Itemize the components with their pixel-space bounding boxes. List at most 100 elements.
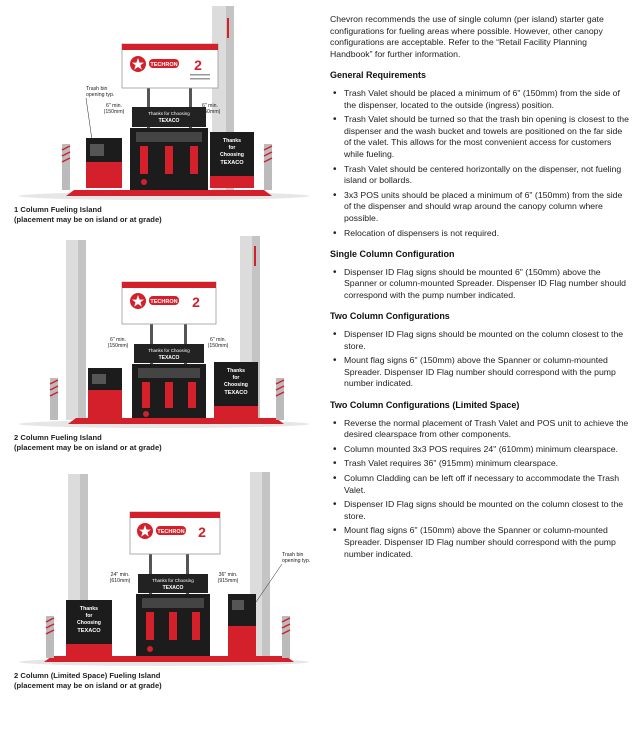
- texaco-logo-icon: [143, 411, 149, 417]
- section-heading-single-column: Single Column Configuration: [330, 249, 455, 260]
- bollard-stripes: [61, 145, 71, 163]
- figure-1-column-island: TECHRON 2 Thanks for Choosing TEXACO: [14, 4, 314, 224]
- nozzle-holster: [140, 146, 148, 174]
- valet-text: Thanks: [227, 368, 245, 374]
- valet-sign-base: [66, 644, 112, 656]
- dispenser-banner: [134, 344, 204, 363]
- nozzle-holster: [142, 382, 150, 408]
- sign-top-band: [130, 512, 220, 518]
- clearance-right: 36" min.: [219, 572, 238, 578]
- canopy-column-shade: [226, 6, 234, 194]
- nozzle-holster: [188, 382, 196, 408]
- texaco-logo-icon: [147, 646, 153, 652]
- sign-brand: TECHRON: [150, 62, 177, 68]
- bollard: [50, 378, 58, 420]
- star-icon: [139, 525, 151, 537]
- column-red-stripe: [254, 246, 256, 266]
- pos-unit-base: [88, 390, 122, 418]
- island-base: [66, 190, 272, 196]
- list-item: Trash Valet should be turned so that the…: [330, 114, 630, 160]
- clearance-right: (915mm): [218, 578, 239, 584]
- clearance-right: (150mm): [208, 343, 229, 349]
- banner-line-1: Thanks for Choosing: [148, 111, 190, 116]
- section-heading-limited-space: Two Column Configurations (Limited Space…: [330, 400, 520, 411]
- list-item: Mount flag signs 6" (150mm) above the Sp…: [330, 355, 630, 390]
- nozzle-holster: [190, 146, 198, 174]
- single-column-list: Dispenser ID Flag signs should be mounte…: [330, 267, 630, 302]
- sign-top-band: [122, 282, 216, 288]
- illustrations-column: TECHRON 2 Thanks for Choosing TEXACO: [14, 4, 314, 690]
- banner-line-2: TEXACO: [163, 585, 184, 591]
- clearance-right: (150mm): [200, 109, 221, 115]
- trash-label: opening typ.: [86, 92, 114, 98]
- nozzle-holster: [165, 146, 173, 174]
- valet-text: Choosing: [224, 382, 248, 388]
- dispenser-display: [136, 132, 202, 142]
- bollard-stripes: [49, 379, 59, 397]
- dispenser-banner: [138, 574, 208, 593]
- caption-note: (placement may be on island or at grade): [14, 680, 162, 690]
- list-item: Trash Valet requires 36" (915mm) minimum…: [330, 458, 630, 470]
- caption-note: (placement may be on island or at grade): [14, 214, 162, 224]
- valet-text: TEXACO: [220, 160, 244, 166]
- clearance-right: 6" min.: [210, 337, 226, 343]
- column-shade: [262, 472, 270, 658]
- dispenser-banner: [132, 107, 206, 127]
- leader-line: [255, 563, 283, 603]
- bollard: [282, 616, 290, 658]
- list-item: Mount flag signs 6" (150mm) above the Sp…: [330, 525, 630, 560]
- sign-number: 2: [192, 294, 200, 310]
- bollard: [46, 616, 54, 658]
- column-red-stripe: [227, 18, 229, 38]
- figure-caption: 2 Column Fueling Island (placement may b…: [14, 433, 314, 452]
- clearance-left: 6" min.: [110, 337, 126, 343]
- two-column-list: Dispenser ID Flag signs should be mounte…: [330, 329, 630, 390]
- bollard-stripes: [281, 617, 291, 635]
- bollard-stripes: [263, 145, 273, 163]
- clearance-left: (610mm): [110, 578, 131, 584]
- sign-line: [190, 78, 210, 80]
- figure-2-column-island: TECHRON 2 Thanks for Choosing TEXACO Tha…: [14, 232, 314, 452]
- column-shade: [80, 474, 88, 658]
- nozzle-holster: [165, 382, 173, 408]
- nozzle-holster: [169, 612, 177, 640]
- figure-3-limited-space-island: TECHRON 2 Thanks for Choosing TEXACO Tha…: [14, 466, 314, 690]
- clearance-left: 6" min.: [106, 103, 122, 109]
- clearance-right: 6" min.: [202, 103, 218, 109]
- list-item: Column mounted 3x3 POS requires 24" (610…: [330, 444, 630, 456]
- texaco-logo-icon: [141, 179, 147, 185]
- island-base: [68, 418, 284, 424]
- bollard: [276, 378, 284, 420]
- bollard-stripes: [45, 617, 55, 635]
- clearance-left: 24" min.: [111, 572, 130, 578]
- caption-title: 1 Column Fueling Island: [14, 205, 102, 214]
- star-icon: [132, 58, 144, 70]
- valet-text: Choosing: [220, 152, 244, 158]
- pos-screen: [232, 600, 244, 610]
- banner-line-1: Thanks for Choosing: [152, 578, 194, 583]
- list-item: Dispenser ID Flag signs should be mounte…: [330, 329, 630, 352]
- sign-brand: TECHRON: [157, 529, 184, 535]
- island-base: [44, 656, 294, 662]
- valet-text: for: [229, 145, 236, 151]
- general-requirements-list: Trash Valet should be placed a minimum o…: [330, 88, 630, 239]
- clearance-left: (150mm): [104, 109, 125, 115]
- dispenser-display: [138, 368, 200, 378]
- island-illustration-1: TECHRON 2 Thanks for Choosing TEXACO: [19, 6, 309, 200]
- section-heading-general: General Requirements: [330, 70, 427, 81]
- valet-text: for: [86, 613, 93, 619]
- sign-number: 2: [198, 524, 206, 540]
- techron-badge: [156, 526, 186, 535]
- leader-line: [85, 97, 93, 141]
- nozzle-holster: [146, 612, 154, 640]
- caption-title: 2 Column (Limited Space) Fueling Island: [14, 671, 161, 680]
- column-shade: [252, 236, 260, 420]
- bollard-stripes: [275, 379, 285, 397]
- trash-bin-opening: [90, 144, 104, 156]
- banner-line-1: Thanks for Choosing: [148, 348, 190, 353]
- valet-text: Thanks: [80, 606, 98, 612]
- dispenser-display: [142, 598, 204, 608]
- section-heading-two-column: Two Column Configurations: [330, 311, 450, 322]
- trash-valet-bottom: [86, 162, 122, 188]
- trash-label: Trash bin: [86, 86, 108, 92]
